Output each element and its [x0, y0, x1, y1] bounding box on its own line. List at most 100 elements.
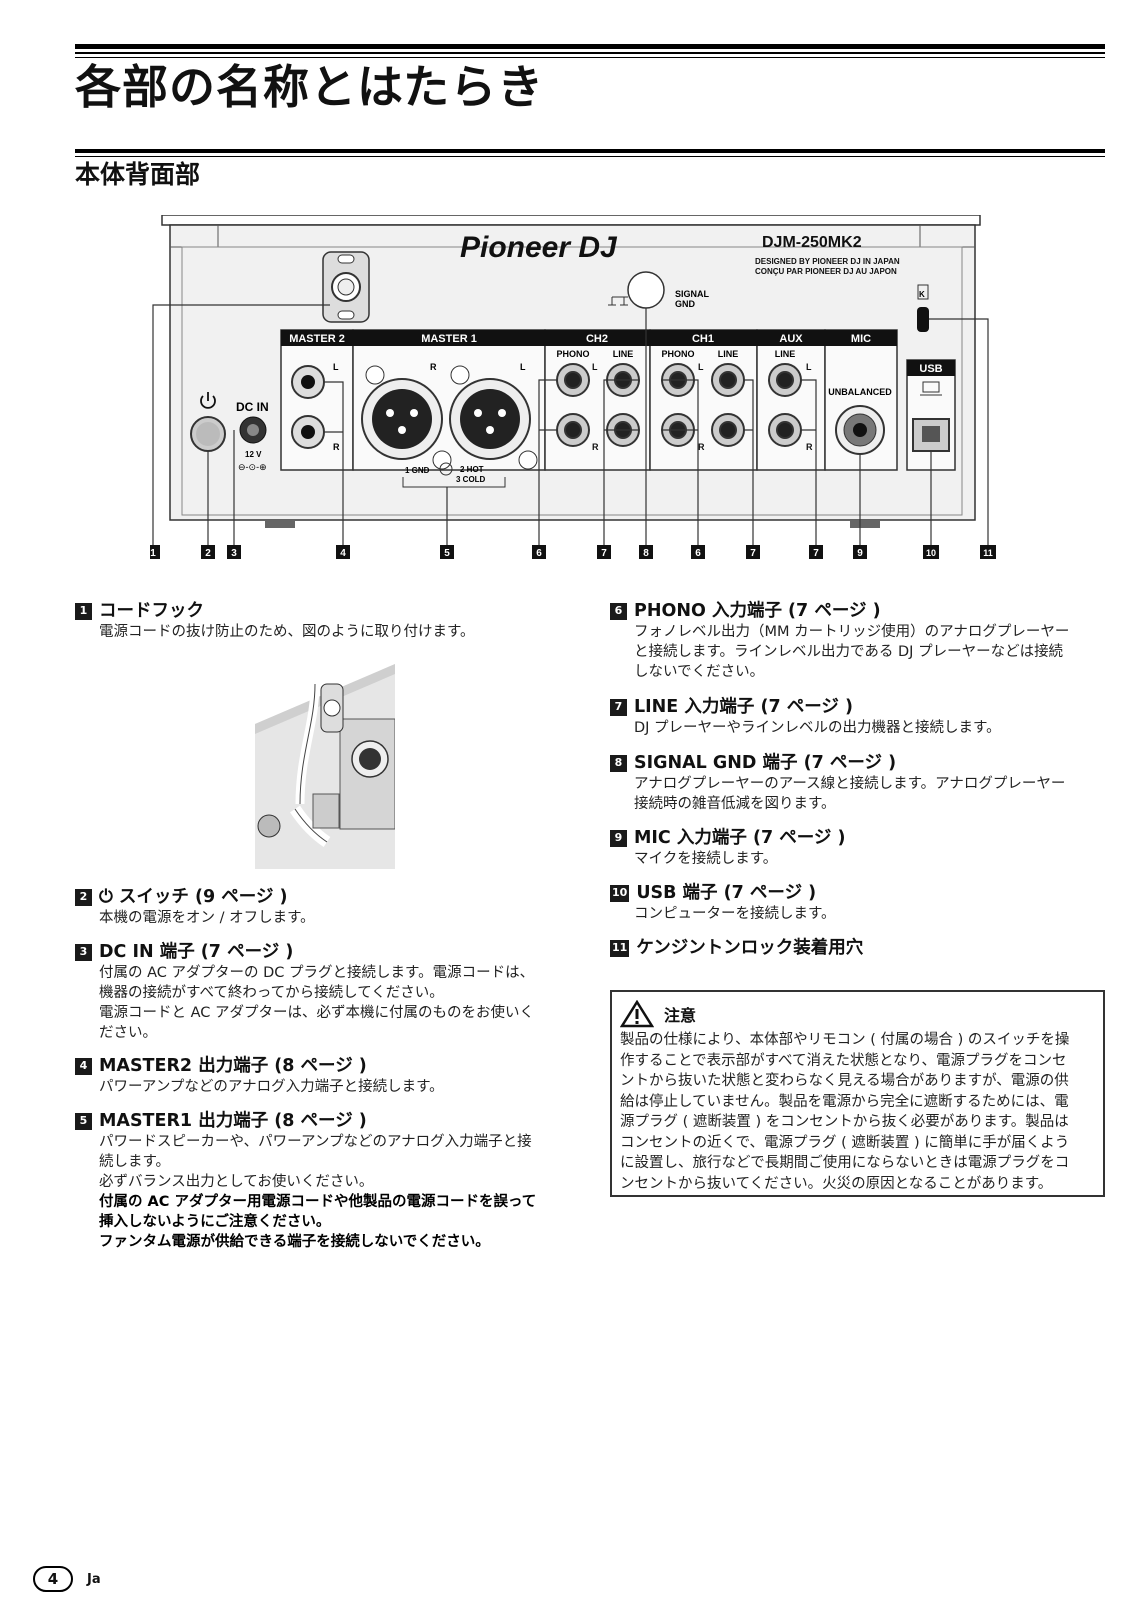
master2-jacks: L R — [291, 362, 340, 452]
item-body-line: 必ずバランス出力としてお使いください。 — [99, 1174, 374, 1190]
svg-text:3: 3 — [231, 548, 237, 559]
item-body-line: と接続します。ラインレベル出力である DJ プレーヤーなどは接続 — [634, 644, 1064, 660]
item-title: LINE 入力端子 (7 ページ ) — [634, 697, 853, 717]
section-ch2: CH2 — [586, 333, 608, 345]
item-title: SIGNAL GND 端子 (7 ページ ) — [634, 753, 897, 773]
item-number: 8 — [610, 754, 627, 772]
item-body-line: ださい。 — [99, 1025, 157, 1041]
item-body-line: 接続時の雑音低減を図ります。 — [634, 796, 836, 812]
mic-jack — [835, 405, 885, 455]
item-title: コードフック — [99, 601, 204, 621]
item-body-line: コンピューターを接続します。 — [634, 906, 836, 922]
warning-icon — [620, 1000, 654, 1028]
signal-gnd-terminal: SIGNAL GND — [608, 271, 710, 309]
item-title: MASTER2 出力端子 (8 ページ ) — [99, 1056, 367, 1076]
dc-in-jack: DC IN 12 V ⊖-⊙-⊕ — [236, 400, 269, 472]
ch1-line-label: LINE — [718, 349, 739, 359]
rear-panel-diagram: Pioneer DJ DJM-250MK2 DESIGNED BY PIONEE… — [150, 215, 996, 559]
signal-label: SIGNAL — [675, 289, 710, 299]
item-number: 7 — [610, 698, 627, 716]
item-body-line: 電源コードの抜け防止のため、図のように取り付けます。 — [99, 624, 475, 640]
cord-hook-illustration — [255, 664, 395, 869]
svg-text:K: K — [919, 290, 925, 299]
svg-text:8: 8 — [643, 548, 649, 559]
item-title: DC IN 端子 (7 ページ ) — [99, 942, 294, 962]
section-rule-thin — [75, 156, 1105, 157]
ch1-phono-label: PHONO — [661, 349, 694, 359]
mic-unbalanced-label: UNBALANCED — [828, 387, 892, 397]
svg-text:4: 4 — [340, 548, 346, 559]
aux-line-label: LINE — [775, 349, 796, 359]
svg-text:7: 7 — [601, 548, 607, 559]
rca-jacks: L R L R L R — [556, 362, 813, 452]
item-warning-line: ファンタム電源が供給できる端子を接続しないでください。 — [99, 1234, 490, 1250]
aux-r: R — [806, 442, 813, 452]
caution-box: 注意 製品の仕様により、本体部やリモコン ( 付属の場合 ) のスイッチを操 作… — [610, 990, 1105, 1197]
caution-line: ンセントから抜いてください。火災の原因となることがあります。 — [620, 1175, 1053, 1192]
top-rule-thick — [75, 44, 1105, 49]
item-warning-line: 付属の AC アダプター用電源コードや他製品の電源コードを誤って — [99, 1194, 537, 1210]
caution-line: 製品の仕様により、本体部やリモコン ( 付属の場合 ) のスイッチを操 — [620, 1032, 1070, 1048]
item-title: MASTER1 出力端子 (8 ページ ) — [99, 1111, 367, 1131]
master1-r: R — [430, 362, 437, 372]
section-title: 本体背面部 — [75, 160, 201, 189]
svg-text:7: 7 — [750, 548, 756, 559]
caution-line: に設置し、旅行などで長期間ご使用にならないときは電源プラグをコ — [620, 1155, 1070, 1171]
item-title: ⏻ スイッチ (9 ページ ) — [99, 887, 288, 907]
xlr-pin1: 1 GND — [405, 466, 430, 475]
item-title: USB 端子 (7 ページ ) — [636, 883, 817, 903]
power-switch — [190, 392, 226, 452]
section-master1: MASTER 1 — [421, 333, 477, 345]
language-code: Ja — [87, 1571, 101, 1587]
item-number: 2 — [75, 888, 92, 906]
ch1-r: R — [698, 442, 705, 452]
item-body-line: 続します。 — [99, 1154, 171, 1170]
item-number: 6 — [610, 602, 627, 620]
section-ch1: CH1 — [692, 333, 714, 345]
item-warning-line: 挿入しないようにご注意ください。 — [99, 1214, 331, 1230]
designed-line-2: CONÇU PAR PIONEER DJ AU JAPON — [755, 267, 897, 276]
item-body-line: マイクを接続します。 — [634, 851, 778, 867]
dc-in-label: DC IN — [236, 400, 269, 414]
caution-line: 作することで表示部がすべて消えた状態となり、電源プラグをコンセ — [620, 1052, 1067, 1069]
callout-markers: 1 2 3 4 5 6 7 8 6 7 7 9 10 11 — [150, 545, 996, 559]
svg-text:6: 6 — [536, 548, 542, 559]
page-footer: 4 Ja — [33, 1566, 101, 1592]
ch2-phono-label: PHONO — [556, 349, 589, 359]
designed-line-1: DESIGNED BY PIONEER DJ IN JAPAN — [755, 257, 900, 266]
item-number: 1 — [75, 602, 92, 620]
svg-text:1: 1 — [150, 548, 156, 559]
item-body-line: フォノレベル出力（MM カートリッジ使用）のアナログプレーヤー — [634, 624, 1070, 640]
xlr-pin2: 2 HOT — [460, 465, 484, 474]
master2-l: L — [333, 362, 339, 372]
section-aux: AUX — [779, 333, 803, 345]
svg-text:6: 6 — [695, 548, 701, 559]
ch2-l: L — [592, 362, 598, 372]
leader-lines — [152, 304, 989, 550]
top-rule-thin-1 — [75, 52, 1105, 54]
top-rule-thin-2 — [75, 57, 1105, 58]
page-title: 各部の名称とはたらき — [75, 60, 545, 114]
item-title: MIC 入力端子 (7 ページ ) — [634, 828, 846, 848]
caution-line: 給は停止していません。製品を電源から完全に遮断するためには、電 — [620, 1093, 1069, 1110]
item-power-switch: 2⏻ スイッチ (9 ページ ) 本機の電源をオン / オフします。 — [75, 886, 575, 928]
xlr-pin3: 3 COLD — [456, 475, 486, 484]
section-rule-thick — [75, 149, 1105, 153]
item-phono: 6 PHONO 入力端子 (7 ページ ) フォノレベル出力（MM カートリッジ使… — [610, 600, 1110, 682]
page-number: 4 — [33, 1566, 73, 1592]
master1-l: L — [520, 362, 526, 372]
item-body-line: パワードスピーカーや、パワーアンプなどのアナログ入力端子と接 — [99, 1134, 532, 1150]
item-title: PHONO 入力端子 (7 ページ ) — [634, 601, 881, 621]
dc-volt-label: 12 V — [245, 450, 262, 459]
item-number: 9 — [610, 829, 627, 847]
item-body-line: 電源コードと AC アダプターは、必ず本機に付属のものをお使いく — [99, 1005, 535, 1021]
item-mic: 9 MIC 入力端子 (7 ページ ) マイクを接続します。 — [610, 827, 1110, 869]
section-usb: USB — [919, 363, 942, 375]
svg-text:2: 2 — [205, 548, 211, 559]
caution-line: コンセントの近くで、電源プラグ ( 遮断装置 ) に簡単に手が届くよう — [620, 1134, 1070, 1151]
